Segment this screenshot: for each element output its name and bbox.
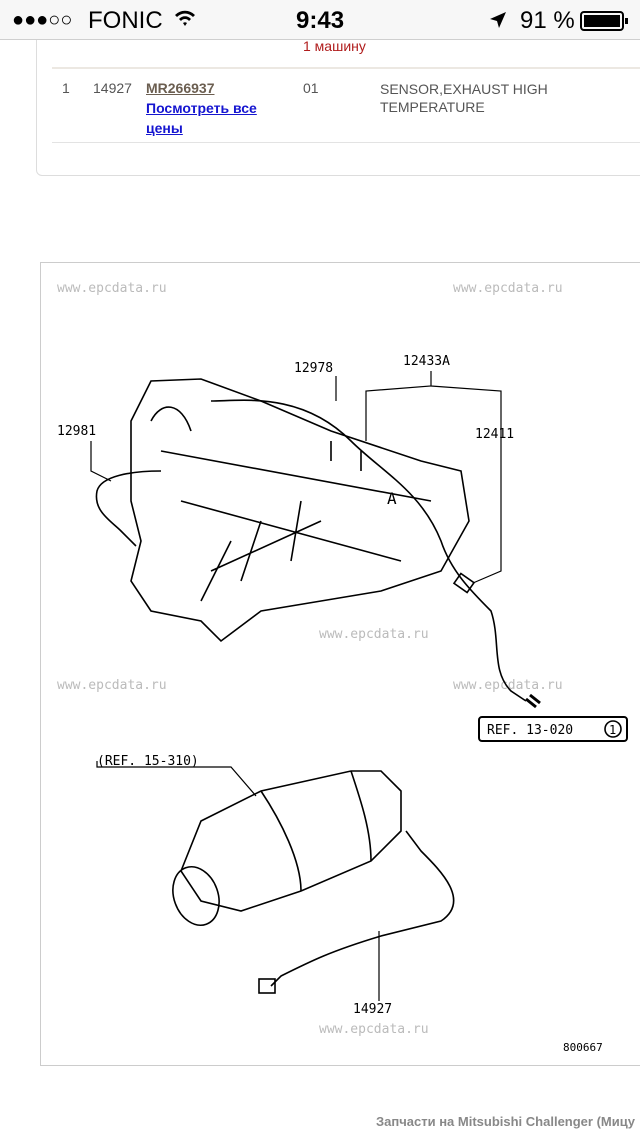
label-12981: 12981	[57, 424, 96, 439]
label-12978: 12978	[294, 361, 333, 376]
label-a: A	[387, 489, 397, 508]
watermark: www.epcdata.ru	[319, 1022, 429, 1037]
divider	[52, 67, 640, 69]
label-12411: 12411	[475, 427, 514, 442]
battery-percent: 91 %	[520, 7, 575, 34]
part-number-link[interactable]: MR266937	[146, 80, 215, 96]
wifi-icon	[173, 6, 197, 37]
view-all-prices-link[interactable]: Посмотреть все цены	[146, 100, 257, 136]
location-icon	[488, 9, 508, 37]
diagram-code: 800667	[563, 1041, 603, 1054]
watermark: www.epcdata.ru	[57, 678, 167, 693]
divider	[52, 142, 640, 143]
svg-text:REF. 13-020: REF. 13-020	[487, 723, 573, 738]
intake-manifold-drawing	[130, 378, 470, 643]
svg-text:1: 1	[609, 723, 616, 737]
label-14927: 14927	[353, 1002, 392, 1017]
leader-lines	[90, 371, 502, 1001]
parts-table-card	[36, 40, 640, 176]
watermark: www.epcdata.ru	[453, 678, 563, 693]
signal-icon: ●●●○○	[12, 9, 73, 31]
carrier-name: FONIC	[88, 7, 163, 34]
battery-icon	[580, 10, 630, 38]
page-footer-title: Запчасти на Mitsubishi Challenger (Мицу	[376, 1114, 635, 1129]
previous-row-note: 1 машину	[303, 38, 366, 54]
watermark: www.epcdata.ru	[453, 281, 563, 296]
watermark: www.epcdata.ru	[57, 281, 167, 296]
wiring-harness-drawing	[95, 399, 541, 709]
catalytic-converter-drawing	[172, 770, 402, 926]
quantity: 01	[303, 80, 319, 96]
label-ref-15-310: (REF. 15-310)	[97, 754, 199, 769]
sensor-cable-drawing	[258, 830, 455, 994]
part-description: SENSOR,EXHAUST HIGH TEMPERATURE	[380, 81, 548, 115]
status-bar: ●●●○○ FONIC 9:43 91 %	[0, 0, 640, 40]
label-12433a: 12433A	[403, 354, 450, 369]
ref-number: 14927	[93, 80, 132, 96]
ref-13-020-box: REF. 13-020 1	[478, 716, 628, 742]
clock: 9:43	[296, 7, 345, 34]
row-number: 1	[62, 80, 70, 96]
watermark: www.epcdata.ru	[319, 627, 429, 642]
parts-diagram: www.epcdata.ru www.epcdata.ru www.epcdat…	[40, 262, 640, 1066]
